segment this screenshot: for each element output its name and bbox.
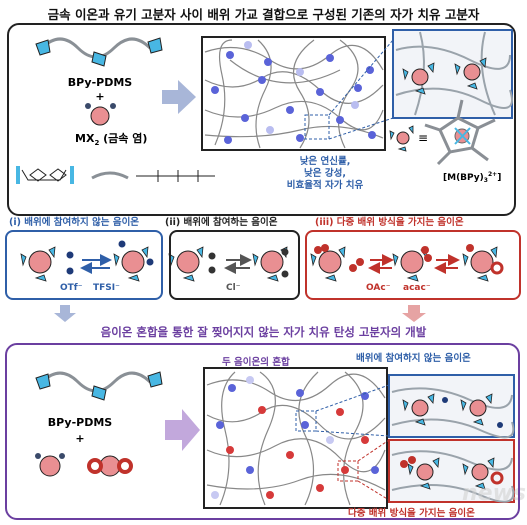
metal-salt-icon [85,103,116,126]
anion-panel-coordinating [169,230,300,300]
svg-text:news1: news1 [462,481,527,506]
conventional-polymer-panel [7,23,516,216]
ion-label-tfsi: TFSI⁻ [93,283,120,293]
anion-iii-illustration [310,244,504,282]
anion-ii-illustration [168,246,289,282]
equivalence-sign: ≡ [418,131,428,145]
anion-panel-multi-coordinating [305,230,521,300]
zoom-inset-bottom-top [388,374,515,438]
polymer-label-bottom: BPy-PDMS [48,416,113,429]
anion-panel-non-coordinating [5,230,163,300]
right-arrow-icon-bottom [165,409,200,451]
mix-label: 두 음이온의 혼합 [222,357,290,368]
metal-complex-icon [402,57,487,95]
down-arrow-icon-right [402,305,426,322]
plus-sign-bottom: + [75,432,84,445]
blue-nodes [216,384,379,474]
ion-label-oac: OAc⁻ [366,283,391,293]
salt-mix-icon [35,453,133,477]
bpy-pdms-chain-icon [35,37,163,67]
complex-formula: [M(BPy)32+] [443,171,501,184]
salt-label: MX2 (금속 염) [75,132,147,147]
drawback-item: 낮은 연신률, [299,156,351,167]
crosslink-nodes [211,51,376,144]
drawback-item: 비효율적 자가 치유 [286,180,364,191]
red-nodes [226,406,369,499]
callout-multi-coordinating: 다중 배위 방식을 가지는 음이온 [348,508,475,519]
zoom-inset-top [392,29,513,119]
anion-panel-ii-title: (ii) 배위에 참여하는 음이온 [165,217,278,228]
pdms-backbone-icon [91,170,215,182]
down-arrow-icon-left [54,305,76,322]
molecular-structure-3d-icon [424,99,496,166]
complex-symbol-icon [389,125,414,152]
bpy-pdms-chain-icon-bottom [35,371,163,401]
zoom-region [304,114,330,140]
drawback-item: 낮은 강성, [304,168,346,179]
news1-watermark: news1 [462,481,527,506]
plus-sign: + [95,90,104,103]
anion-panel-iii-title: (iii) 다중 배위 방식을 가지는 음이온 [315,217,464,228]
anion-i-illustration [20,240,154,282]
ion-label-cl: Cl⁻ [226,283,241,293]
main-title: 금속 이온과 유기 고분자 사이 배위 가교 결합으로 구성된 기존의 자가 치… [47,7,480,22]
polymer-label: BPy-PDMS [68,76,133,89]
mixed-anion-panel [5,343,520,520]
ion-label-otf: OTf⁻ [60,283,83,293]
drawbacks-list: 낮은 연신률, 낮은 강성, 비효율적 자가 치유 [270,156,380,192]
subtitle: 음이온 혼합을 통한 잘 찢어지지 않는 자가 치유 탄성 고분자의 개발 [100,325,427,339]
anion-panel-i-title: (i) 배위에 참여하지 않는 음이온 [9,217,140,228]
ion-label-acac: acac⁻ [403,283,431,293]
callout-non-coordinating: 배위에 참여하지 않는 음이온 [356,353,471,364]
bipyridine-structure-icon [16,166,74,184]
right-arrow-icon [162,80,196,114]
